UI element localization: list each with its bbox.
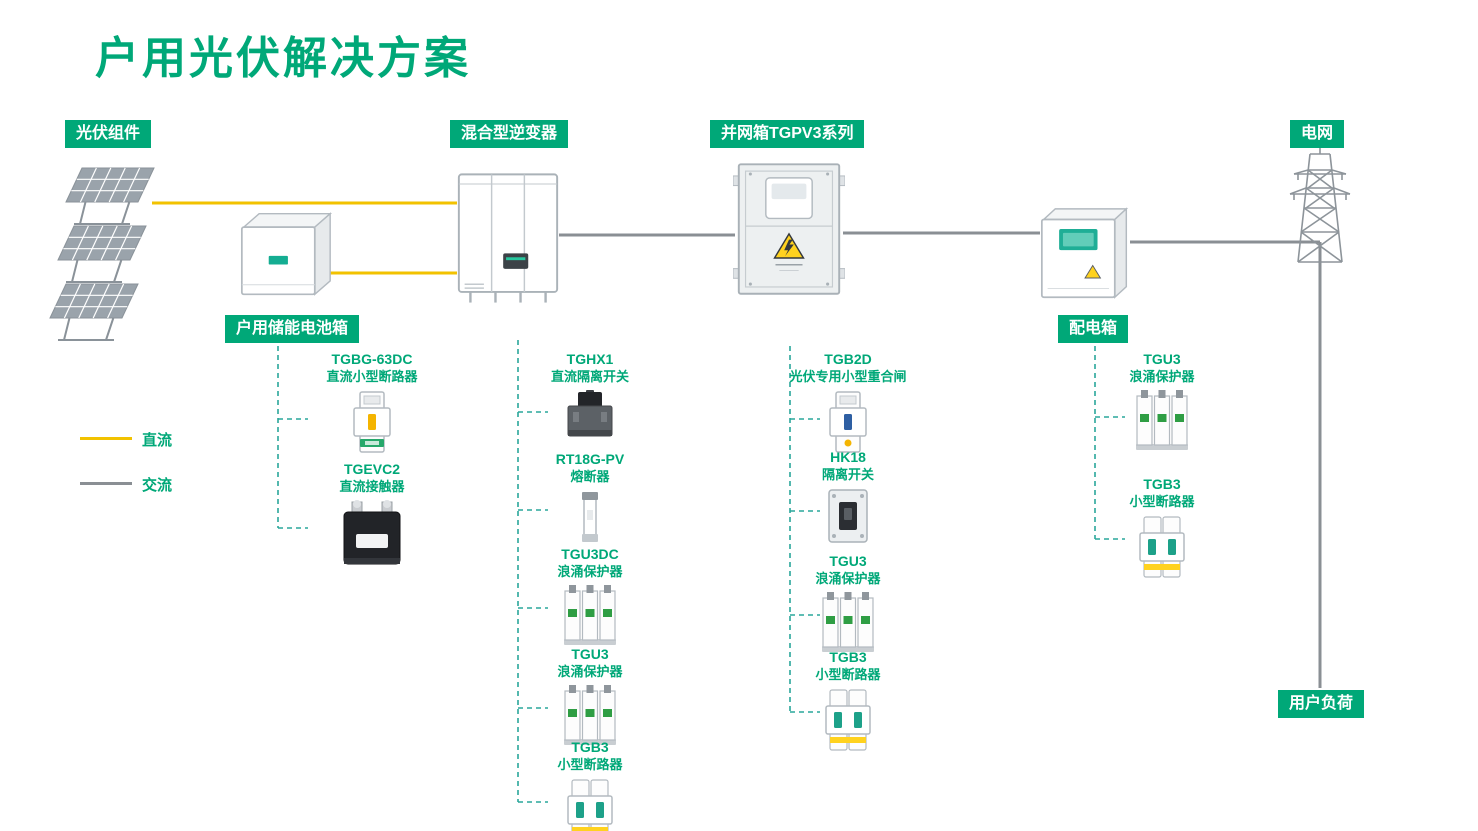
label-hybrid-inverter: 混合型逆变器	[450, 120, 569, 148]
product-desc: 浪涌保护器	[557, 664, 623, 679]
tgu3dc-spd-illustration	[563, 585, 617, 647]
product-model: TGU3	[829, 553, 867, 569]
product-desc: 浪涌保护器	[1129, 369, 1195, 384]
product-desc: 直流接触器	[339, 479, 405, 494]
label-pv-modules: 光伏组件	[65, 120, 152, 148]
product-desc: 隔离开关	[821, 467, 874, 482]
tghx1-isolator-illustration	[564, 390, 616, 440]
solar-panel-illustration	[62, 166, 158, 228]
product-entry: TGHX1 直流隔离开关	[515, 350, 665, 440]
product-model: TGB3	[571, 739, 609, 755]
product-desc: 浪涌保护器	[815, 571, 881, 586]
tgu3-spd-illustration	[1135, 390, 1189, 452]
label-user-load: 用户负荷	[1278, 690, 1365, 718]
solar-panel-illustration	[54, 224, 150, 286]
battery-box-illustration	[238, 206, 334, 302]
tgevc2-contactor-illustration	[340, 500, 404, 570]
tgb3-breaker-illustration	[824, 688, 872, 752]
label-battery-box: 户用储能电池箱	[225, 315, 360, 343]
distribution-box-illustration	[1038, 204, 1134, 305]
dc-legend-label: 直流	[142, 432, 173, 449]
product-desc: 小型断路器	[557, 757, 623, 772]
tgu3-spd-illustration	[821, 592, 875, 654]
hybrid-inverter-illustration	[455, 170, 561, 306]
product-desc: 熔断器	[570, 469, 610, 484]
product-model: TGBG-63DC	[331, 351, 413, 367]
tgbg-63dc-breaker-illustration	[350, 390, 394, 454]
product-desc: 光伏专用小型重合闸	[789, 369, 907, 384]
grid-connection-box-illustration	[733, 162, 845, 298]
product-model: TGB2D	[824, 351, 872, 367]
product-model: HK18	[830, 449, 866, 465]
product-desc: 小型断路器	[1129, 494, 1195, 509]
product-model: TGU3DC	[561, 546, 619, 562]
tgb3-breaker-illustration	[1138, 515, 1186, 579]
product-desc: 直流小型断路器	[326, 369, 418, 384]
product-model: TGU3	[1143, 351, 1181, 367]
label-grid-connection-box: 并网箱TGPV3系列	[710, 120, 865, 148]
product-entry: HK18 隔离开关	[763, 448, 933, 544]
product-entry: TGB3 小型断路器	[1087, 475, 1237, 579]
product-entry: TGB2D 光伏专用小型重合闸	[763, 350, 933, 454]
product-model: RT18G-PV	[555, 451, 625, 467]
label-distribution-box: 配电箱	[1058, 315, 1129, 343]
product-entry: TGBG-63DC 直流小型断路器	[297, 350, 447, 454]
solar-panel-illustration	[46, 282, 142, 344]
product-entry: TGEVC2 直流接触器	[297, 460, 447, 570]
tgb2d-breaker-illustration	[826, 390, 870, 454]
hk18-switch-illustration	[825, 488, 871, 544]
product-model: TGHX1	[566, 351, 614, 367]
product-entry: RT18G-PV 熔断器	[515, 450, 665, 544]
tgb3-breaker-illustration	[566, 778, 614, 831]
ac-legend-line	[80, 482, 132, 485]
product-entry: TGB3 小型断路器	[763, 648, 933, 752]
product-entry: TGU3 浪涌保护器	[1087, 350, 1237, 452]
product-model: TGU3	[571, 646, 609, 662]
product-entry: TGB3 小型断路器	[515, 738, 665, 831]
product-entry: TGU3 浪涌保护器	[515, 645, 665, 747]
product-model: TGB3	[829, 649, 867, 665]
rt18g-pv-fuse-illustration	[577, 490, 603, 544]
page-title: 户用光伏解决方案	[95, 34, 471, 83]
dc-legend-line	[80, 437, 132, 440]
product-desc: 小型断路器	[815, 667, 881, 682]
product-desc: 直流隔离开关	[550, 369, 629, 384]
product-entry: TGU3DC 浪涌保护器	[515, 545, 665, 647]
ac-legend-label: 交流	[142, 477, 173, 494]
product-desc: 浪涌保护器	[557, 564, 623, 579]
product-model: TGEVC2	[343, 461, 400, 477]
product-entry: TGU3 浪涌保护器	[763, 552, 933, 654]
product-model: TGB3	[1143, 476, 1181, 492]
transmission-tower-illustration	[1284, 148, 1356, 268]
label-power-grid: 电网	[1290, 120, 1345, 148]
